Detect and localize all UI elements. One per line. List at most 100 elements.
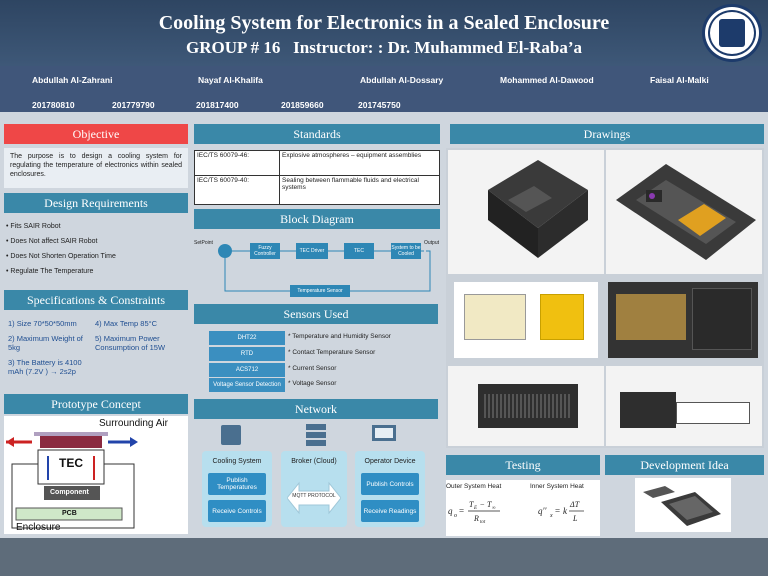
laptop-icon bbox=[372, 425, 396, 441]
heatsink-fins bbox=[616, 294, 686, 340]
block-temperature-sensor: Temperature Sensor bbox=[290, 285, 350, 297]
heatsink-top-render bbox=[608, 282, 758, 358]
development-render bbox=[635, 478, 731, 532]
svg-text:L: L bbox=[572, 514, 578, 523]
poster-title: Cooling System for Electronics in a Seal… bbox=[158, 12, 610, 34]
block-diagram-heading: Block Diagram bbox=[194, 209, 440, 229]
requirement-item: • Does Not Shorten Operation Time bbox=[6, 253, 116, 260]
setpoint-label: SetPoint bbox=[194, 240, 213, 246]
outer-heat-label: Outer System Heat bbox=[446, 483, 502, 490]
sensor-acs712: ACS712 bbox=[209, 363, 285, 377]
standards-heading: Standards bbox=[194, 124, 440, 144]
svg-text:T: T bbox=[487, 500, 492, 509]
standards-table: IEC/TS 60079-46: Explosive atmospheres –… bbox=[194, 150, 440, 205]
objective-heading: Objective bbox=[4, 124, 188, 144]
block-tec-driver: TEC Driver bbox=[296, 243, 328, 259]
sensor-desc: * Voltage Sensor bbox=[288, 380, 337, 387]
enclosure-render-open bbox=[606, 150, 762, 274]
server-icon bbox=[306, 424, 326, 446]
development-heading: Development Idea bbox=[605, 455, 764, 475]
svg-text:ΔT: ΔT bbox=[569, 500, 580, 509]
output-label: Output bbox=[424, 240, 440, 246]
heatsink-fins-side bbox=[484, 394, 572, 418]
svg-text:tot: tot bbox=[480, 520, 486, 525]
members-band bbox=[0, 66, 768, 112]
cooling-title: Cooling System bbox=[212, 458, 262, 465]
spec-item: 4) Max Temp 85°C bbox=[95, 319, 158, 328]
broker-title: Broker (Cloud) bbox=[291, 458, 337, 465]
svg-text:−: − bbox=[480, 500, 485, 509]
heat-equations: q o = T E − T ∞ R tot q′′ x = k ΔT L bbox=[448, 500, 584, 525]
svg-text:q: q bbox=[448, 506, 453, 516]
pcb-board bbox=[464, 294, 526, 340]
testing-heading: Testing bbox=[446, 455, 600, 475]
publish-temperatures-button: Publish Temperatures bbox=[208, 473, 266, 495]
sensor-desc: * Current Sensor bbox=[288, 365, 337, 372]
enclosure-render-closed bbox=[448, 150, 604, 274]
sensor-desc: * Contact Temperature Sensor bbox=[288, 349, 376, 356]
heatsink-side-render bbox=[448, 366, 604, 446]
tec-module bbox=[540, 294, 584, 340]
block-tec: TEC bbox=[344, 243, 374, 259]
member-id: 201780810 bbox=[32, 100, 75, 110]
table-row: IEC/TS 60079-46: Explosive atmospheres –… bbox=[194, 150, 440, 176]
title-band bbox=[0, 0, 768, 66]
spec-item: 5) Maximum Power Consumption of 15W bbox=[95, 334, 166, 352]
receive-readings-button: Receive Readings bbox=[361, 500, 419, 522]
block-fuzzy-controller: Fuzzy Controller bbox=[250, 243, 280, 259]
table-row: IEC/TS 60079-40: Sealing between flammab… bbox=[194, 175, 440, 205]
poster-footer bbox=[0, 538, 768, 576]
surrounding-air-label: Surrounding Air bbox=[99, 418, 168, 429]
svg-text:=: = bbox=[555, 506, 560, 516]
objective-text: The purpose is to design a cooling syste… bbox=[10, 153, 182, 178]
svg-text:k: k bbox=[563, 506, 568, 516]
network-heading: Network bbox=[194, 399, 438, 419]
member-name: Abdullah Al-Zahrani bbox=[32, 75, 113, 85]
requirement-item: • Fits SAIR Robot bbox=[6, 223, 61, 230]
svg-text:E: E bbox=[473, 506, 477, 511]
block-system: System to be Cooled bbox=[391, 243, 421, 259]
requirement-item: • Does Not affect SAIR Robot bbox=[6, 238, 98, 245]
design-requirements-heading: Design Requirements bbox=[4, 193, 188, 213]
receive-controls-button: Receive Controls bbox=[208, 500, 266, 522]
block-diagram: SetPoint Output Fuzzy Controller TEC Dri… bbox=[194, 231, 440, 299]
svg-text:x: x bbox=[549, 513, 553, 519]
enclosure-label: Enclosure bbox=[16, 522, 61, 533]
sensor-voltage: Voltage Sensor Detection bbox=[209, 378, 285, 392]
sensor-tray bbox=[676, 402, 750, 424]
member-id: 201817400 bbox=[196, 100, 239, 110]
sensors-heading: Sensors Used bbox=[194, 304, 438, 324]
specifications-heading: Specifications & Constraints bbox=[4, 290, 188, 310]
enclosure-lid bbox=[692, 288, 752, 350]
inner-heat-label: Inner System Heat bbox=[530, 483, 584, 490]
requirement-item: • Regulate The Temperature bbox=[6, 268, 94, 275]
testing-panel: Outer System Heat Inner System Heat q o … bbox=[446, 480, 600, 536]
sensor-rtd: RTD bbox=[209, 347, 285, 361]
objective-panel: The purpose is to design a cooling syste… bbox=[4, 148, 188, 188]
network-cooling-card: Cooling System Publish Temperatures Rece… bbox=[202, 451, 272, 527]
member-id: 201779790 bbox=[112, 100, 155, 110]
svg-text:=: = bbox=[459, 506, 464, 516]
poster-subtitle: GROUP # 16 Instructor: : Dr. Muhammed El… bbox=[185, 38, 583, 57]
chip-icon bbox=[221, 425, 241, 445]
standard-code: IEC/TS 60079-40: bbox=[194, 175, 280, 205]
logo-emblem bbox=[719, 19, 745, 47]
sensor-dht22: DHT22 bbox=[209, 331, 285, 345]
drawings-heading: Drawings bbox=[450, 124, 764, 144]
member-id: 201859660 bbox=[281, 100, 324, 110]
prototype-drawing bbox=[6, 432, 138, 529]
standards-table-wrap: IEC/TS 60079-46: Explosive atmospheres –… bbox=[194, 150, 440, 205]
standard-desc: Explosive atmospheres – equipment assemb… bbox=[279, 150, 440, 176]
university-logo bbox=[702, 4, 762, 62]
spec-item: 2) Maximum Weight of 5kg bbox=[8, 334, 83, 352]
logo-ring bbox=[708, 10, 756, 56]
svg-text:∞: ∞ bbox=[492, 506, 496, 511]
member-name: Abdullah Al-Dossary bbox=[360, 75, 444, 85]
svg-text:q′′: q′′ bbox=[538, 506, 547, 516]
spec-item: 1) Size 70*50*50mm bbox=[8, 319, 77, 328]
network-operator-card: Operator Device Publish Controls Receive… bbox=[355, 451, 425, 527]
publish-controls-button: Publish Controls bbox=[361, 473, 419, 495]
pcb-label: PCB bbox=[62, 510, 77, 517]
svg-text:T: T bbox=[469, 500, 474, 509]
tec-label: TEC bbox=[59, 456, 83, 470]
